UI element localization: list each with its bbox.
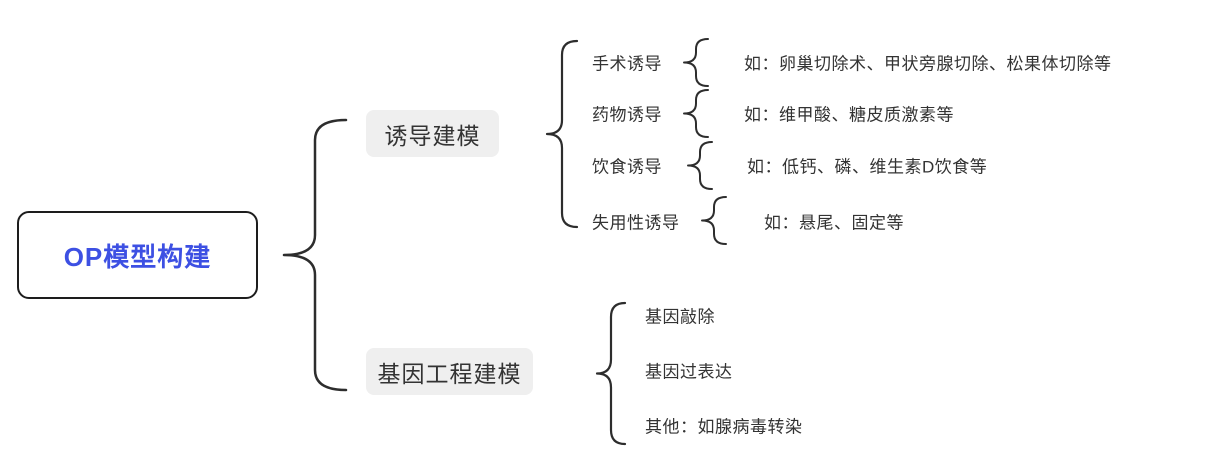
brace-diet-examples <box>687 141 713 190</box>
brace-genetic-children <box>595 301 627 446</box>
brace-induction-children <box>545 39 579 229</box>
brace-surgical-examples <box>683 38 709 87</box>
node-other-adenovirus-transfection[interactable]: 其他：如腺病毒转染 <box>645 417 803 437</box>
brace-disuse-examples <box>701 196 727 245</box>
root-node[interactable]: OP模型构建 <box>17 211 258 299</box>
node-surgical-induction[interactable]: 手术诱导 <box>592 54 662 74</box>
node-drug-induction[interactable]: 药物诱导 <box>592 105 662 125</box>
root-node-label: OP模型构建 <box>63 241 212 272</box>
node-diet-induction[interactable]: 饮食诱导 <box>592 157 662 177</box>
node-diet-induction-examples[interactable]: 如：低钙、磷、维生素D饮食等 <box>747 157 988 177</box>
node-gene-overexpression[interactable]: 基因过表达 <box>645 362 733 382</box>
node-disuse-induction[interactable]: 失用性诱导 <box>592 213 680 233</box>
genetic-engineering-modeling-label: 基因工程建模 <box>377 360 522 387</box>
branch-node-induction-modeling[interactable]: 诱导建模 <box>366 110 499 157</box>
branch-node-genetic-engineering-modeling[interactable]: 基因工程建模 <box>366 348 533 395</box>
node-drug-induction-examples[interactable]: 如：维甲酸、糖皮质激素等 <box>744 105 954 125</box>
brace-drug-examples <box>683 89 709 138</box>
node-disuse-induction-examples[interactable]: 如：悬尾、固定等 <box>764 213 904 233</box>
induction-modeling-label: 诱导建模 <box>384 122 481 149</box>
node-surgical-induction-examples[interactable]: 如：卵巢切除术、甲状旁腺切除、松果体切除等 <box>744 54 1112 74</box>
brace-root-children <box>282 118 348 392</box>
node-gene-knockout[interactable]: 基因敲除 <box>645 307 715 327</box>
